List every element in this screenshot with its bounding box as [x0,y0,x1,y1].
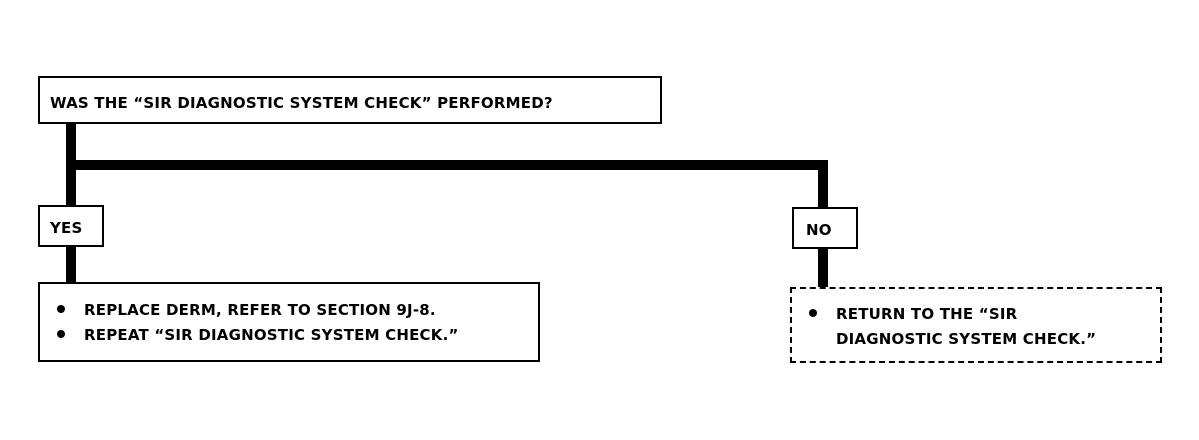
connector-branch-to-no [818,160,828,207]
yes-action-item: REPLACE DERM, REFER TO SECTION 9J-8. [54,298,538,323]
yes-label-box: YES [38,205,104,247]
connector-branch-horizontal [66,160,828,170]
no-action-line: RETURN TO THE “SIR [836,305,1018,323]
connector-no-to-actions [818,249,828,287]
no-label-box: NO [792,207,858,249]
yes-action-box: REPLACE DERM, REFER TO SECTION 9J-8. REP… [38,282,540,362]
no-action-item: RETURN TO THE “SIR DIAGNOSTIC SYSTEM CHE… [806,302,1160,352]
yes-action-item: REPEAT “SIR DIAGNOSTIC SYSTEM CHECK.” [54,323,538,348]
connector-yes-to-actions [66,247,76,282]
yes-label: YES [50,219,83,237]
yes-action-text: REPLACE DERM, REFER TO SECTION 9J-8. [84,301,436,319]
question-box: WAS THE “SIR DIAGNOSTIC SYSTEM CHECK” PE… [38,76,662,124]
no-action-box: RETURN TO THE “SIR DIAGNOSTIC SYSTEM CHE… [790,287,1162,363]
question-text: WAS THE “SIR DIAGNOSTIC SYSTEM CHECK” PE… [50,94,553,112]
yes-action-text: REPEAT “SIR DIAGNOSTIC SYSTEM CHECK.” [84,326,459,344]
bullet-icon [806,302,836,327]
no-label: NO [806,221,832,239]
bullet-icon [54,323,84,348]
no-action-line: DIAGNOSTIC SYSTEM CHECK.” [836,330,1097,348]
no-action-text: RETURN TO THE “SIR DIAGNOSTIC SYSTEM CHE… [836,302,1096,352]
bullet-icon [54,298,84,323]
